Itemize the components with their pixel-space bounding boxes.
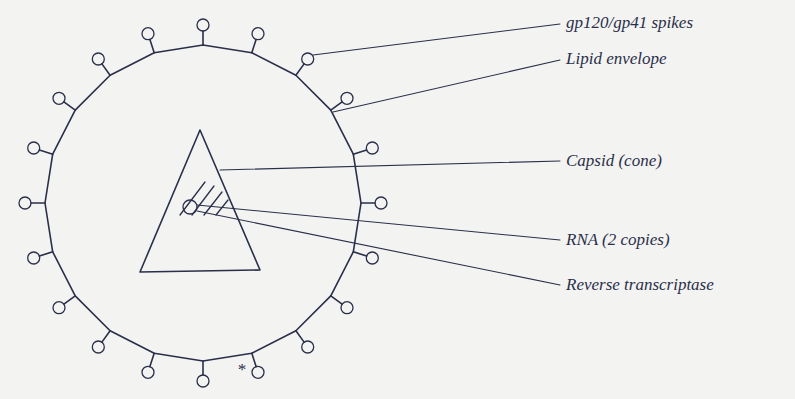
part-label: Reverse transcriptase (566, 275, 714, 295)
part-label: Capsid (cone) (566, 151, 662, 171)
leader-lines (197, 24, 560, 285)
spike-stalks (31, 31, 375, 375)
part-label: Lipid envelope (566, 49, 667, 69)
spike-heads (19, 19, 387, 387)
capsid-cone (140, 130, 260, 272)
lipid-envelope (45, 45, 361, 361)
part-label: RNA (2 copies) (566, 230, 670, 250)
rna-hatching (180, 182, 228, 215)
reverse-transcriptase-dot (183, 200, 197, 214)
marker-symbol: * (237, 360, 246, 380)
part-label: gp120/gp41 spikes (566, 13, 693, 33)
